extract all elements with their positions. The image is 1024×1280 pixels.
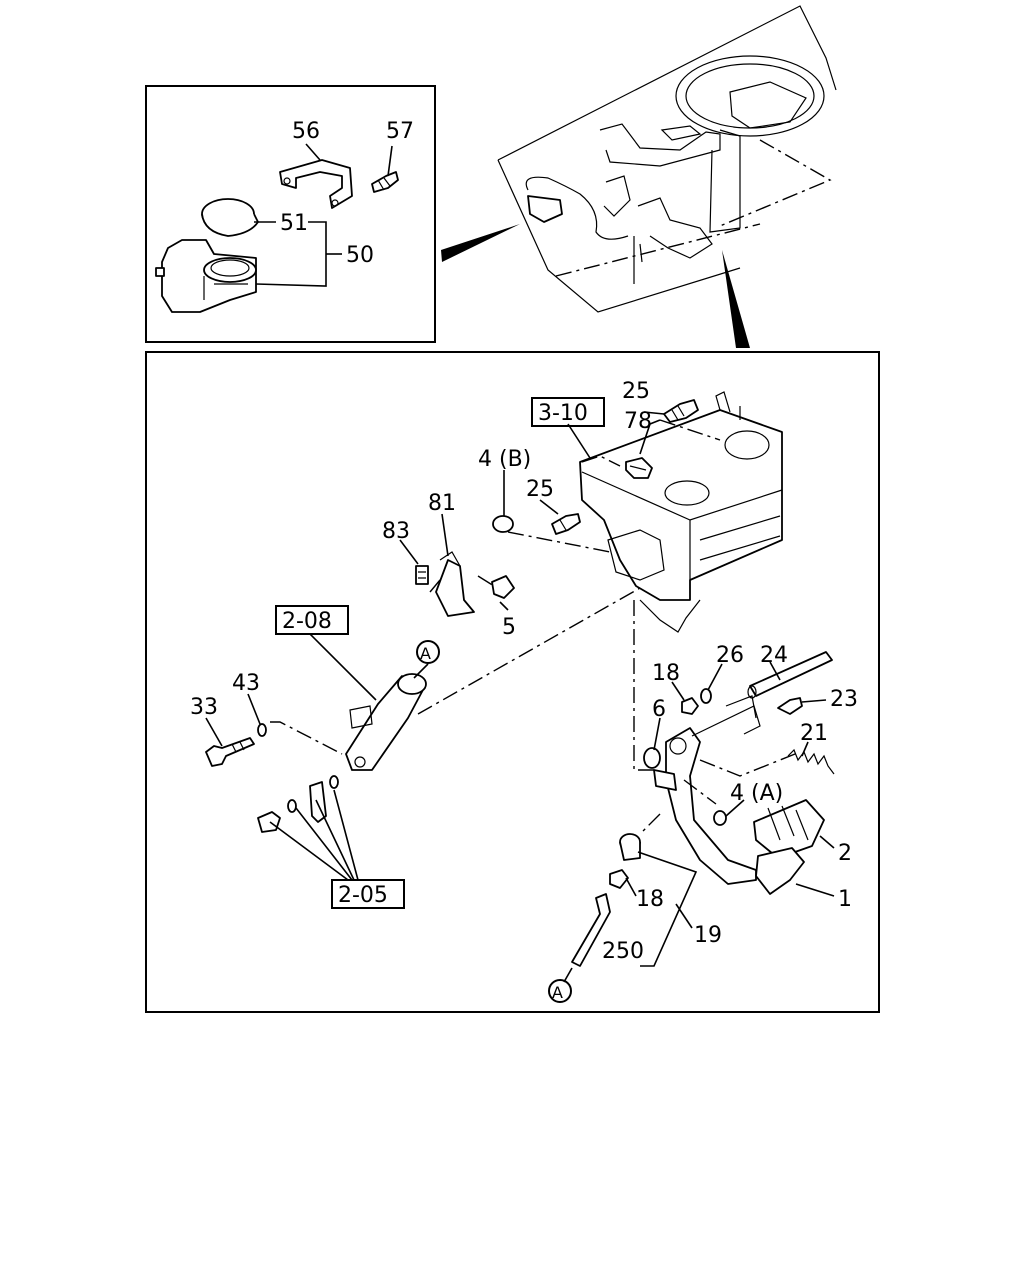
nut-4a xyxy=(713,810,727,826)
label-18-upper: 18 xyxy=(652,661,680,686)
main-frame xyxy=(145,351,880,1013)
label-51: 51 xyxy=(280,211,308,236)
label-25-upper: 25 xyxy=(622,379,650,404)
pointer-wedge-left xyxy=(441,224,520,262)
reservoir-cap-51 xyxy=(201,198,259,237)
svg-text:2-08: 2-08 xyxy=(282,609,332,634)
label-57: 57 xyxy=(386,119,414,144)
label-6: 6 xyxy=(652,697,666,722)
label-33: 33 xyxy=(190,695,218,720)
cab-overview xyxy=(497,5,837,313)
pushrod-250 xyxy=(571,893,611,967)
master-cylinder-2-08 xyxy=(345,673,427,771)
clevis-2-05 xyxy=(257,775,339,833)
label-19: 19 xyxy=(694,923,722,948)
ref-box-2-05: 2-05 xyxy=(331,879,405,909)
bolt-78 xyxy=(625,457,653,479)
label-1: 1 xyxy=(838,887,852,912)
label-250: 250 xyxy=(602,939,644,964)
bolt-83 xyxy=(415,565,429,585)
reservoir-bracket xyxy=(279,159,353,209)
marker-a-lower: A xyxy=(548,979,572,1003)
label-50: 50 xyxy=(346,243,374,268)
ref-box-2-08: 2-08 xyxy=(275,605,349,635)
bracket-81 xyxy=(435,551,475,617)
ref-box-3-10: 3-10 xyxy=(531,397,605,427)
pedal-pad-cover-1 xyxy=(755,847,805,895)
bolt-25-lower xyxy=(551,513,581,535)
label-56: 56 xyxy=(292,119,320,144)
label-23: 23 xyxy=(830,687,858,712)
pivot-6 xyxy=(643,747,661,769)
nut-5 xyxy=(491,575,515,599)
bushing-19 xyxy=(619,833,641,861)
reservoir-tank-50 xyxy=(155,239,257,313)
pedal-bracket-3-10 xyxy=(579,391,783,633)
pointer-wedge-right xyxy=(722,250,750,348)
svg-text:2-05: 2-05 xyxy=(338,883,388,908)
label-26: 26 xyxy=(716,643,744,668)
label-2: 2 xyxy=(838,841,852,866)
nut-18-upper xyxy=(681,697,699,715)
marker-a-upper: A xyxy=(416,640,440,664)
label-18-lower: 18 xyxy=(636,887,664,912)
bolt-33 xyxy=(205,737,255,767)
svg-text:A: A xyxy=(420,644,431,663)
bolt-25-upper xyxy=(663,399,699,423)
nut-4b xyxy=(492,515,514,533)
washer-43 xyxy=(257,723,267,737)
pedal-pad xyxy=(753,799,825,859)
svg-text:A: A xyxy=(552,983,563,1002)
label-43: 43 xyxy=(232,671,260,696)
svg-text:3-10: 3-10 xyxy=(538,401,588,426)
spring-21 xyxy=(787,748,835,775)
label-4a: 4 (A) xyxy=(730,781,783,806)
label-25-lower: 25 xyxy=(526,477,554,502)
bolt-57 xyxy=(371,171,399,193)
label-21: 21 xyxy=(800,721,828,746)
inset-frame xyxy=(145,85,436,343)
label-78: 78 xyxy=(624,409,652,434)
bolt-23 xyxy=(777,697,803,715)
label-81: 81 xyxy=(428,491,456,516)
nut-18-lower xyxy=(609,869,629,889)
label-4b: 4 (B) xyxy=(478,447,531,472)
label-24: 24 xyxy=(760,643,788,668)
label-5: 5 xyxy=(502,615,516,640)
washer-26 xyxy=(700,688,712,704)
label-83: 83 xyxy=(382,519,410,544)
